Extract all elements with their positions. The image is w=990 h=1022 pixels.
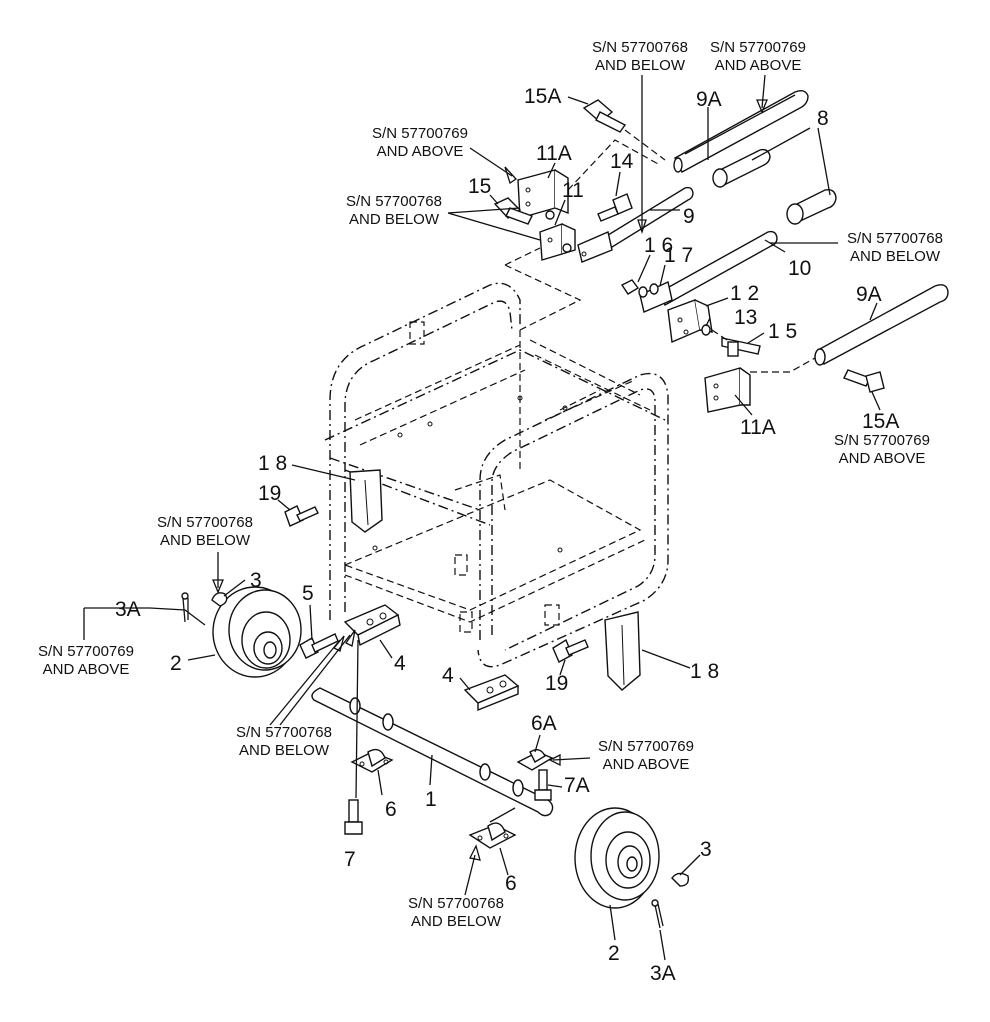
callout-18-right: 1 8 <box>690 660 719 683</box>
callout-3A-left: 3A <box>115 598 141 621</box>
callout-7A: 7A <box>564 774 590 797</box>
callout-9A-right: 9A <box>856 283 882 306</box>
bracket-11A-top <box>517 169 569 219</box>
handle-10 <box>639 230 778 313</box>
callout-labels: 15A 9A 8 11A 14 15 11 9 1 6 1 7 10 1 2 9… <box>115 85 899 985</box>
callout-9A-top: 9A <box>696 88 722 111</box>
grip-8-a <box>712 148 771 188</box>
bracket-6-a <box>350 748 394 773</box>
foot-18-left <box>349 469 383 533</box>
nut-16-washer-17 <box>620 279 659 298</box>
bolt-15A-right <box>843 369 885 393</box>
callout-19-right: 19 <box>545 672 568 695</box>
bolt-19-right <box>552 638 589 663</box>
callout-18-left: 1 8 <box>258 452 287 475</box>
bracket-11 <box>539 223 576 261</box>
note-wheel-clip-line1: S/N 57700768 <box>157 514 253 531</box>
note-bracket-below-line2: AND BELOW <box>349 211 440 228</box>
callout-2-left: 2 <box>170 652 182 675</box>
callout-14: 14 <box>610 150 634 173</box>
grip-8-b <box>786 188 837 225</box>
washer-13-bolt-15 <box>701 324 761 357</box>
callout-3-right: 3 <box>700 838 712 861</box>
callout-13: 13 <box>734 306 757 329</box>
bracket-4-b <box>463 674 520 712</box>
note-15A-right-line1: S/N 57700769 <box>834 432 930 449</box>
callout-11A-top: 11A <box>536 142 572 165</box>
note-bracket-above-line1: S/N 57700769 <box>372 125 468 142</box>
callout-12: 1 2 <box>730 282 759 305</box>
callout-8: 8 <box>817 107 829 130</box>
callout-9: 9 <box>683 205 695 228</box>
bolt-15A-top <box>582 99 627 133</box>
serial-notes: S/N 57700768 AND BELOW S/N 57700769 AND … <box>38 39 943 930</box>
axle-1 <box>311 687 554 817</box>
frame <box>324 264 669 668</box>
bracket-4-a <box>343 604 401 647</box>
note-handle10-line1: S/N 57700768 <box>847 230 943 247</box>
callout-15-top: 15 <box>468 175 491 198</box>
bolt-14 <box>562 193 633 253</box>
note-6-line2: AND BELOW <box>411 913 502 930</box>
bolt-19-left <box>284 505 319 527</box>
bolt-7A <box>534 769 552 801</box>
bracket-11A-right <box>704 367 751 413</box>
note-bracket-below-line1: S/N 57700768 <box>346 193 442 210</box>
note-6A-line1: S/N 57700769 <box>598 738 694 755</box>
note-6-line1: S/N 57700768 <box>408 895 504 912</box>
callout-11: 11 <box>562 179 584 202</box>
pin-3A-right <box>651 899 664 929</box>
callout-15A-right: 15A <box>862 410 899 433</box>
note-bolt5-line2: AND BELOW <box>239 742 330 759</box>
note-bolt5-line1: S/N 57700768 <box>236 724 332 741</box>
note-top-above-line1: S/N 57700769 <box>710 39 806 56</box>
bolt-7 <box>344 799 363 835</box>
bracket-6A <box>516 749 554 771</box>
callout-1: 1 <box>425 788 437 811</box>
leader-lines <box>83 74 881 961</box>
bracket-6-b <box>468 822 517 849</box>
note-3A-left-line2: AND ABOVE <box>43 661 130 678</box>
callout-16: 1 6 <box>644 234 673 257</box>
note-top-below-line2: AND BELOW <box>595 57 686 74</box>
clip-3-left <box>211 592 228 607</box>
callout-15-mid: 1 5 <box>768 320 797 343</box>
bracket-12 <box>667 299 713 344</box>
callout-4-a: 4 <box>394 652 406 675</box>
handle-9A-right <box>814 284 949 366</box>
note-top-above-line2: AND ABOVE <box>715 57 802 74</box>
callout-3A-right: 3A <box>650 962 676 985</box>
note-top-below-line1: S/N 57700768 <box>592 39 688 56</box>
callout-2-right: 2 <box>608 942 620 965</box>
callout-17: 1 7 <box>664 244 693 267</box>
callout-15A-top: 15A <box>524 85 561 108</box>
bolt-15-top <box>493 197 555 225</box>
note-bracket-above-line2: AND ABOVE <box>377 143 464 160</box>
wheel-2-right <box>574 807 660 909</box>
clip-3-right <box>671 872 690 887</box>
note-6A-line2: AND ABOVE <box>603 756 690 773</box>
callout-10: 10 <box>788 257 811 280</box>
note-handle10-line2: AND BELOW <box>850 248 941 265</box>
bolt-5 <box>299 633 339 659</box>
callout-7: 7 <box>344 848 356 871</box>
pin-3A-left <box>181 592 189 623</box>
wheel-2-left <box>212 586 302 678</box>
callout-4-b: 4 <box>442 664 454 687</box>
note-wheel-clip-line2: AND BELOW <box>160 532 251 549</box>
note-15A-right-line2: AND ABOVE <box>839 450 926 467</box>
callout-6A: 6A <box>531 712 557 735</box>
callout-3-left: 3 <box>250 569 262 592</box>
callout-6-b: 6 <box>505 872 517 895</box>
callout-6-a: 6 <box>385 798 397 821</box>
foot-18-right <box>604 611 641 691</box>
note-3A-left-line1: S/N 57700769 <box>38 643 134 660</box>
callout-11A-right: 11A <box>740 416 776 439</box>
callout-5: 5 <box>302 582 314 605</box>
callout-19-left: 19 <box>258 482 281 505</box>
